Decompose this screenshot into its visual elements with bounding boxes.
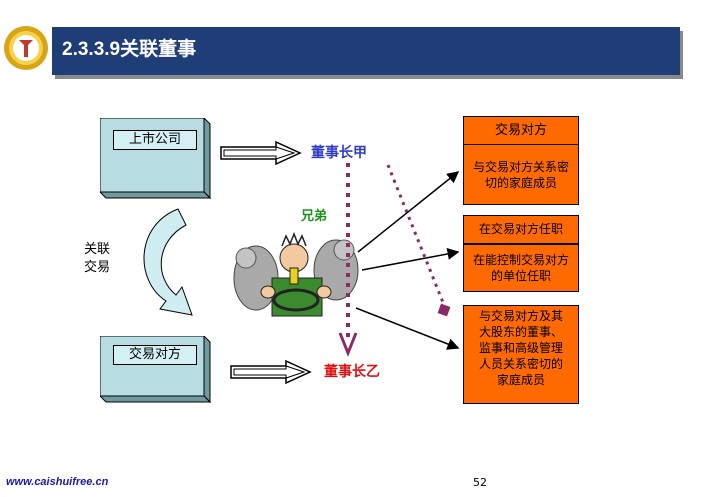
stressed-driver-illustration (233, 231, 359, 317)
box3-desc: 与交易对方及其大股东的董事、监事和高级管理人员关系密切的家庭成员 (463, 305, 579, 404)
related-transaction-line1: 关联 (84, 242, 111, 257)
box1-desc: 与交易对方关系密切的家庭成员 (463, 144, 579, 205)
listed-company-label: 上市公司 (113, 130, 197, 150)
related-transaction-line2: 交易 (84, 260, 111, 275)
page-number: 52 (473, 476, 487, 489)
block-arrow-bottom-icon (230, 360, 312, 384)
block-arrow-top-icon (220, 141, 302, 165)
dotted-connectors (338, 163, 451, 358)
box2-title: 在交易对方任职 (463, 215, 579, 244)
curved-arrow-icon (143, 208, 193, 316)
chairman-a-label: 董事长甲 (311, 145, 367, 161)
chairman-b-label: 董事长乙 (324, 364, 380, 380)
box1-title: 交易对方 (463, 116, 579, 145)
footer-url[interactable]: www.caishuifree.cn (6, 476, 109, 488)
header-bar (52, 27, 680, 75)
brothers-label: 兄弟 (301, 209, 328, 224)
page-title: 2.3.3.9关联董事 (62, 39, 197, 60)
box2-desc: 在能控制交易对方的单位任职 (463, 244, 579, 292)
connector-arrows (355, 171, 460, 350)
counterparty-label: 交易对方 (113, 345, 197, 365)
logo-icon (4, 26, 48, 70)
